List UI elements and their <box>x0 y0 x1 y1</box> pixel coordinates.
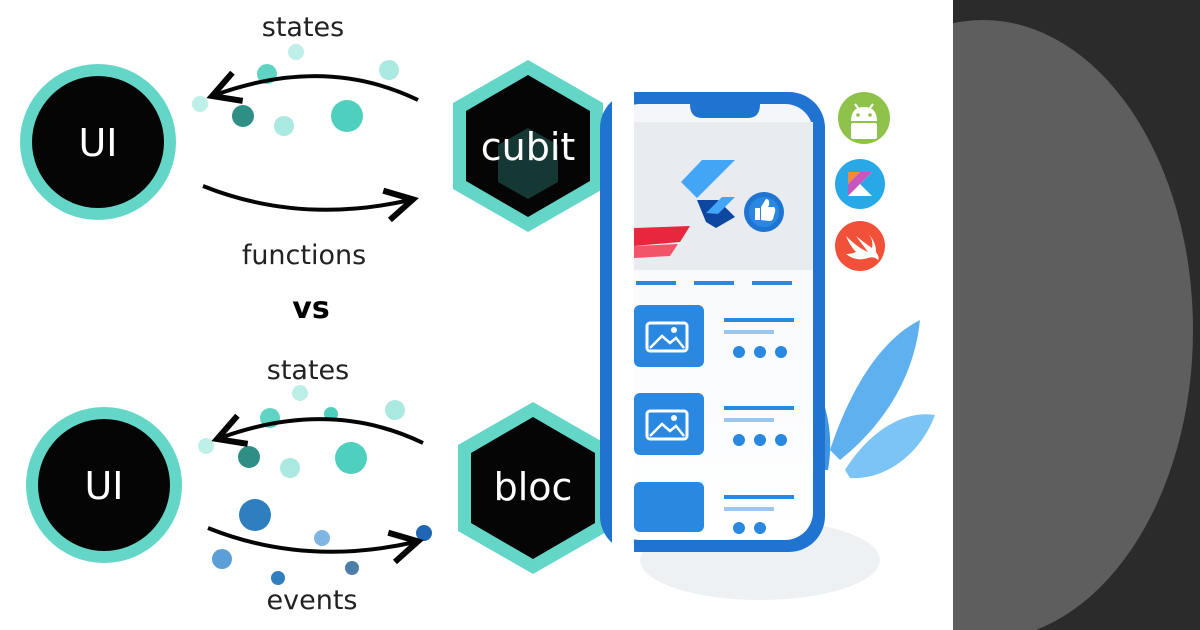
bloc-diagram: UI bloc states events <box>26 355 608 616</box>
bloc-node-label: bloc <box>494 465 573 509</box>
kotlin-icon <box>835 159 885 209</box>
red-ribbon-decoration <box>634 226 690 258</box>
list-item <box>634 305 794 367</box>
cubit-states-label: states <box>262 12 344 43</box>
phone-notch <box>690 104 760 118</box>
cubit-diagram: UI cubit states functions <box>20 12 603 271</box>
bloc-ui-node: UI <box>26 407 182 563</box>
bloc-state-dots <box>198 385 405 478</box>
bloc-states-label: states <box>267 355 349 386</box>
image-icon <box>645 321 689 353</box>
cubit-ui-node: UI <box>20 64 176 220</box>
bloc-states-arrow <box>220 419 424 443</box>
flutter-logo <box>681 160 735 228</box>
gray-arc-shape <box>953 20 1193 630</box>
bloc-event-dots <box>212 499 432 585</box>
cubit-functions-label: functions <box>242 240 366 271</box>
right-dark-panel <box>953 0 1200 630</box>
bloc-node: bloc <box>458 402 608 574</box>
image-icon <box>645 409 689 441</box>
bloc-events-arrow <box>207 526 415 552</box>
bloc-events-label: events <box>267 585 358 616</box>
cubit-functions-arrow <box>202 184 410 210</box>
diagram-canvas: UI cubit states functions vs <box>20 12 935 616</box>
vs-label: vs <box>292 291 329 326</box>
bloc-ui-label: UI <box>84 464 123 508</box>
like-icon <box>744 192 784 232</box>
list-item <box>634 393 794 455</box>
cubit-state-dots <box>192 44 399 136</box>
swift-icon <box>835 221 885 271</box>
android-icon <box>838 92 890 144</box>
phone-illustration <box>600 85 935 600</box>
cubit-node-label: cubit <box>481 125 576 169</box>
cubit-node: cubit <box>453 60 603 232</box>
list-item <box>634 482 794 534</box>
cubit-states-arrow <box>215 76 419 100</box>
cubit-ui-label: UI <box>78 121 117 165</box>
